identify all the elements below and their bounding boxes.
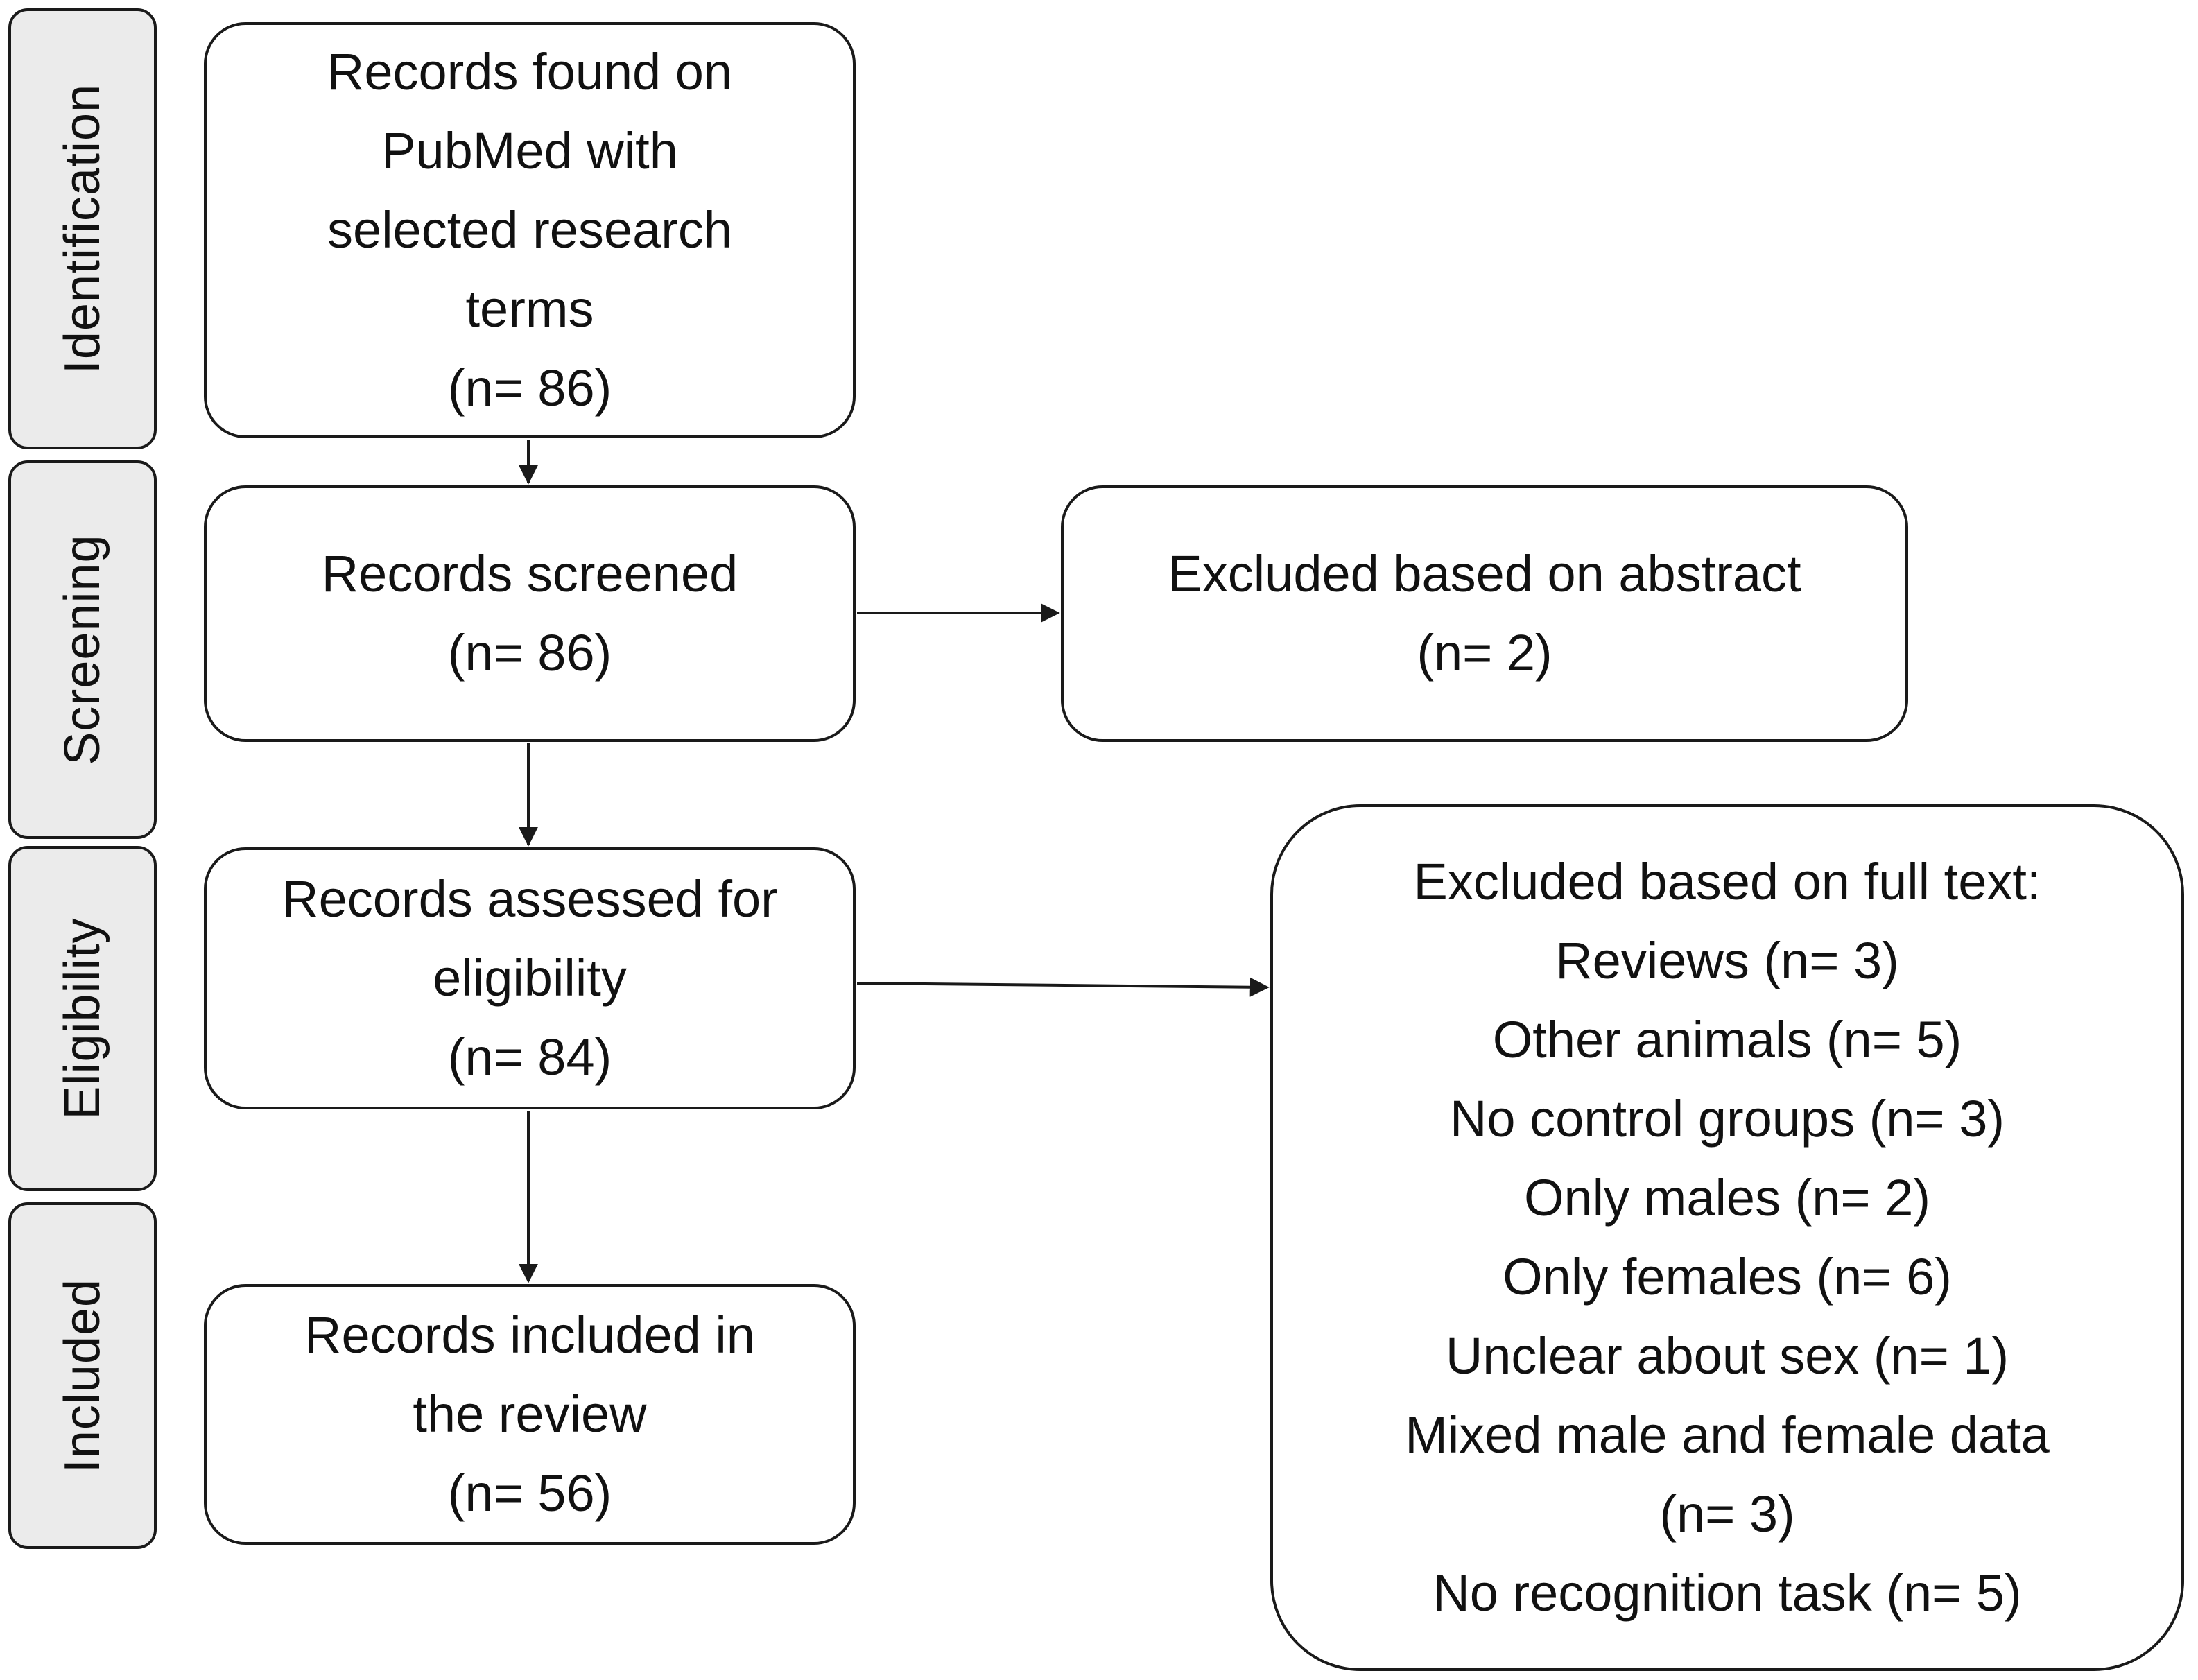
stage-included: Included xyxy=(8,1202,157,1549)
box-line: (n= 2) xyxy=(1417,624,1552,682)
box-line: terms xyxy=(465,280,594,338)
box-line: Only males (n= 2) xyxy=(1523,1169,1931,1227)
box-line: selected research xyxy=(327,201,733,259)
stage-eligibility: Eligibility xyxy=(8,846,157,1191)
box-line: No recognition task (n= 5) xyxy=(1433,1564,2022,1622)
box-line: Records included in xyxy=(304,1306,755,1364)
box-line: eligibility xyxy=(433,949,627,1007)
stage-screening: Screening xyxy=(8,460,157,839)
box-line: Reviews (n= 3) xyxy=(1555,932,1899,989)
box-line: Excluded based on abstract xyxy=(1168,545,1801,603)
box-line: the review xyxy=(413,1385,647,1443)
screened-box: Records screened (n= 86) xyxy=(204,485,856,742)
eligibility-box: Records assessed for eligibility (n= 84) xyxy=(204,847,856,1109)
excluded-fulltext-box: Excluded based on full text: Reviews (n=… xyxy=(1270,804,2184,1671)
box-line: (n= 3) xyxy=(1659,1485,1795,1543)
box-line: Excluded based on full text: xyxy=(1413,853,2041,910)
identification-box: Records found on PubMed with selected re… xyxy=(204,22,856,438)
included-box: Records included in the review (n= 56) xyxy=(204,1284,856,1545)
box-line: Unclear about sex (n= 1) xyxy=(1445,1327,2009,1385)
box-line: PubMed with xyxy=(381,122,678,180)
box-line: Records found on xyxy=(327,43,733,101)
arrow-eligibility-to-excluded-fulltext xyxy=(856,977,1270,997)
box-line: Mixed male and female data xyxy=(1405,1406,2050,1464)
box-line: (n= 84) xyxy=(447,1028,612,1086)
box-line: No control groups (n= 3) xyxy=(1449,1090,2005,1148)
box-line: Other animals (n= 5) xyxy=(1492,1011,1962,1068)
box-line: (n= 86) xyxy=(447,359,612,417)
box-line: (n= 86) xyxy=(447,624,612,682)
box-line: (n= 56) xyxy=(447,1464,612,1522)
stage-identification: Identification xyxy=(8,8,157,449)
box-line: Only females (n= 6) xyxy=(1503,1248,1952,1306)
box-line: Records screened xyxy=(321,545,738,603)
excluded-abstract-box: Excluded based on abstract (n= 2) xyxy=(1061,485,1908,742)
box-line: Records assessed for xyxy=(282,870,778,928)
